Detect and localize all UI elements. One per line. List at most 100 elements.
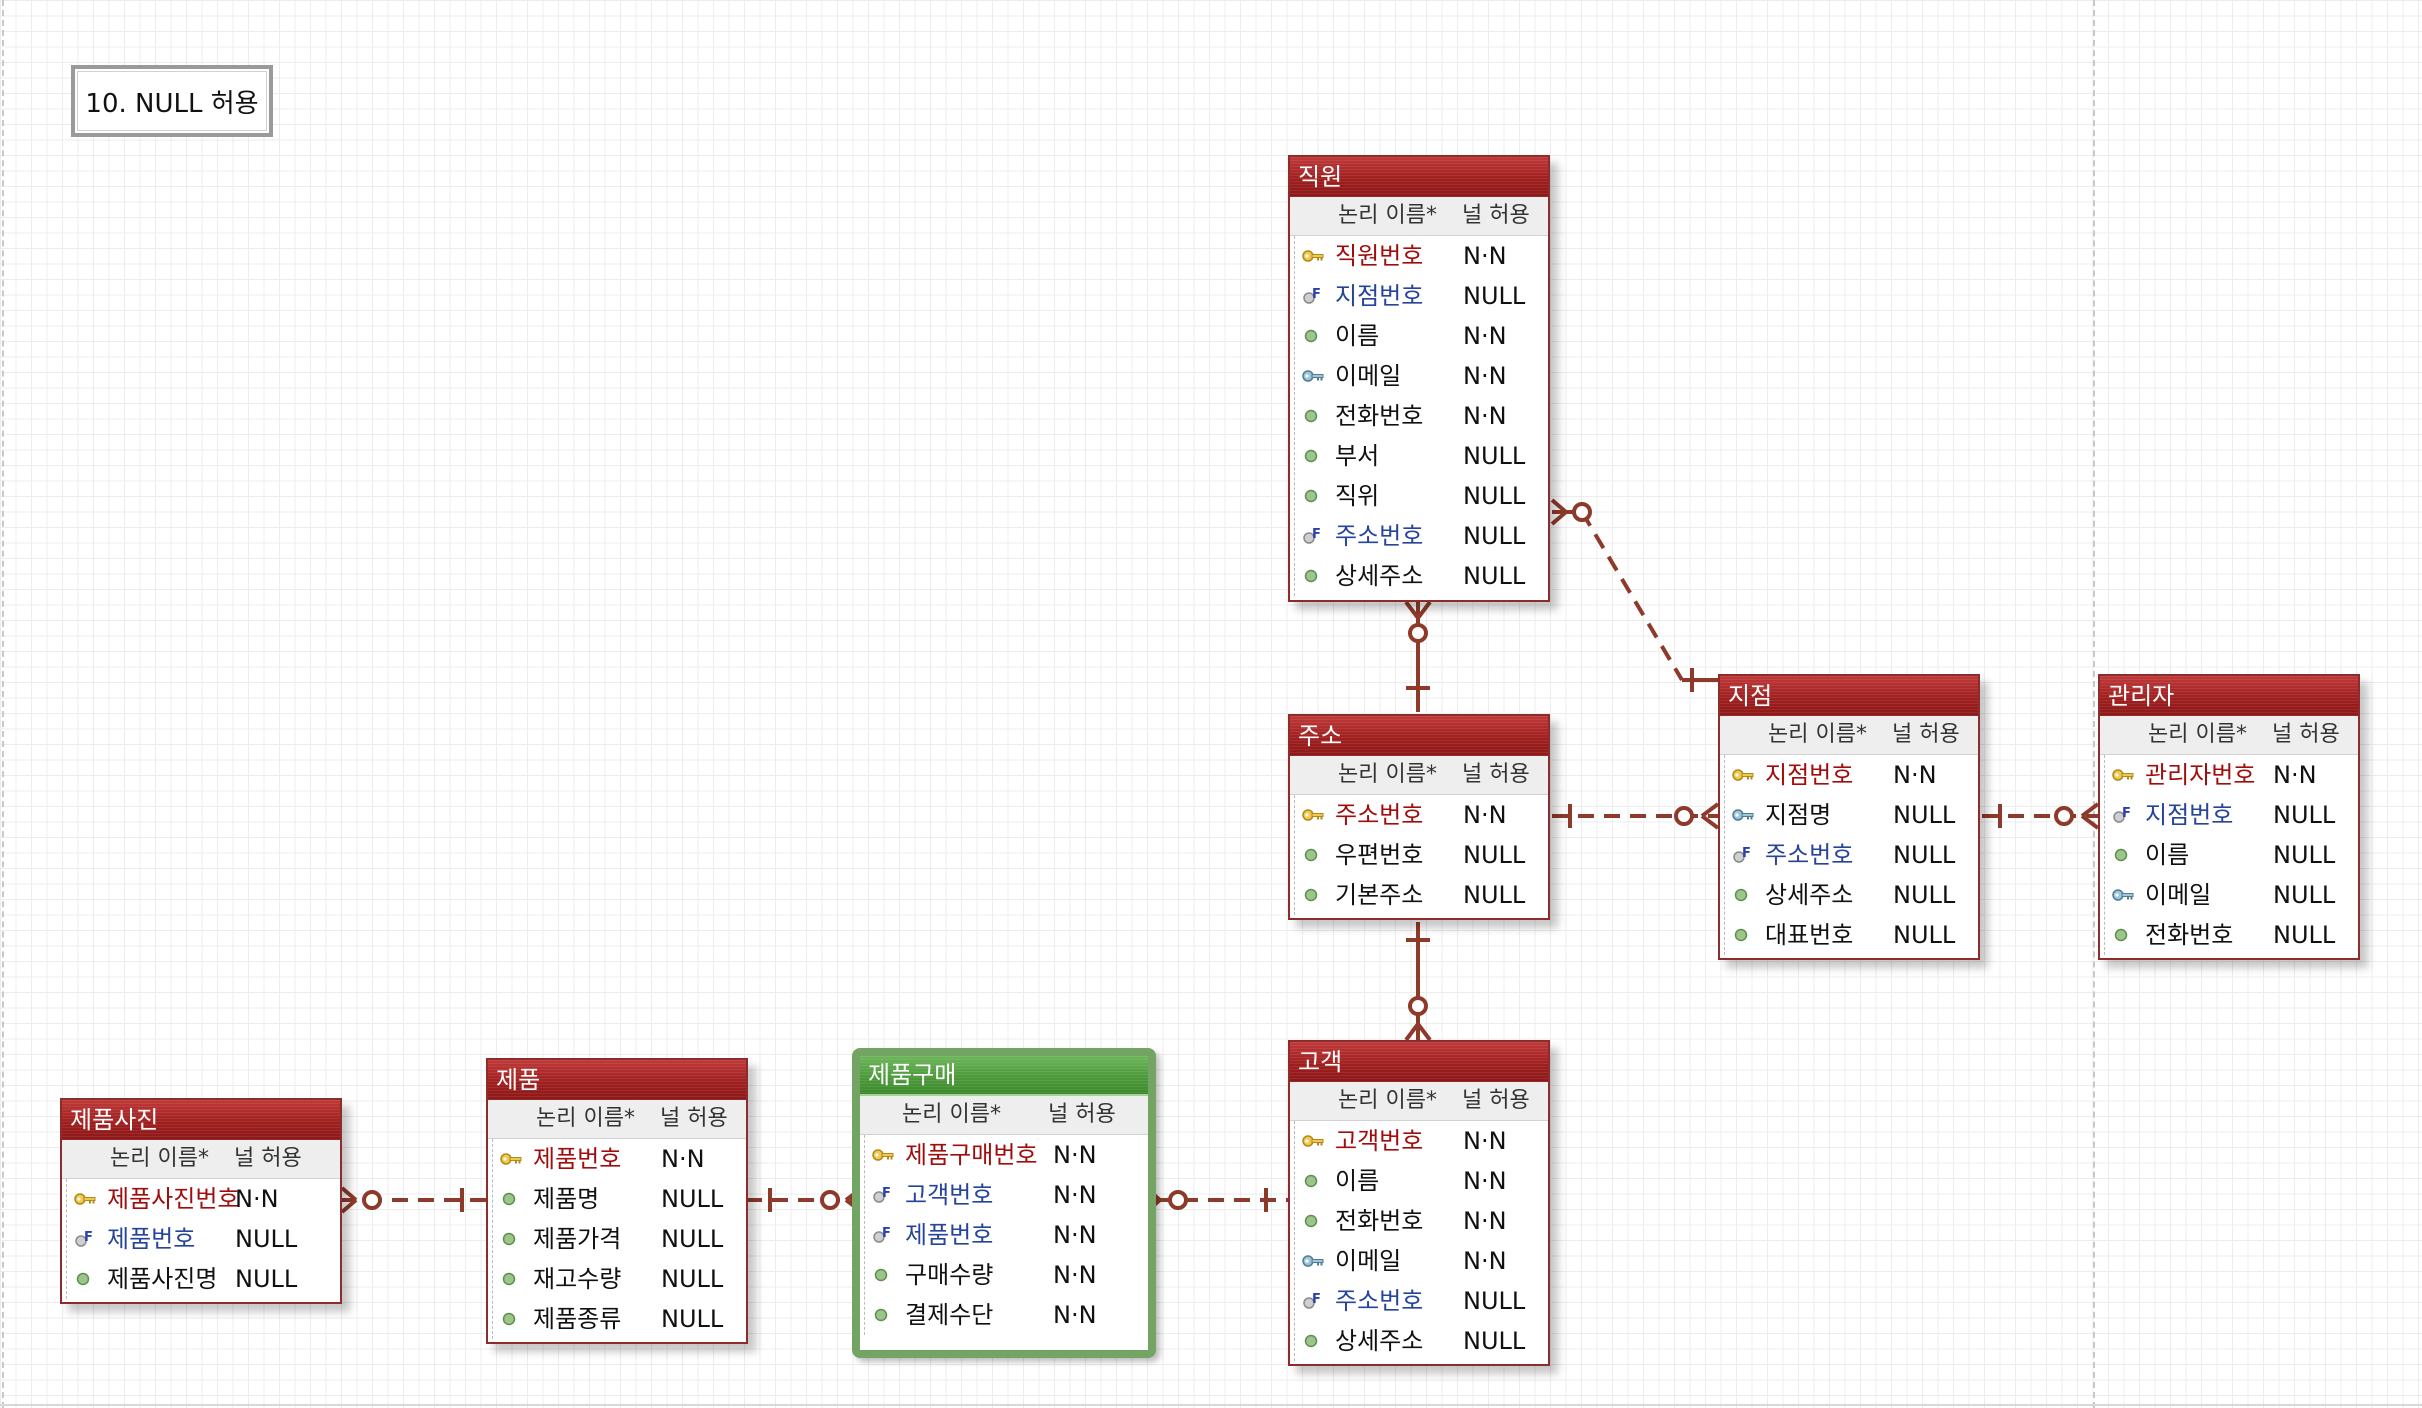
svg-text:F: F xyxy=(882,1186,891,1201)
attribute-icon xyxy=(2111,846,2135,864)
column-row[interactable]: 우편번호 NULL xyxy=(1295,835,1548,875)
relationship-branch-manager[interactable] xyxy=(1982,802,2100,830)
column-header-row: 논리 이름* 널 허용 xyxy=(1720,716,1978,755)
diagram-title: 10. NULL 허용 xyxy=(85,88,259,119)
foreign-key-icon: F xyxy=(1301,527,1325,545)
attribute-icon xyxy=(2111,926,2135,944)
column-header-row: 논리 이름* 널 허용 xyxy=(1290,1082,1548,1121)
page-border xyxy=(0,1404,2422,1406)
diagram-title-box[interactable]: 10. NULL 허용 xyxy=(71,65,273,137)
relationship-product-purchase[interactable] xyxy=(746,1186,864,1214)
logical-name-header: 논리 이름* xyxy=(1338,1088,1437,1113)
svg-text:F: F xyxy=(1312,527,1321,542)
logical-name-header: 논리 이름* xyxy=(1338,762,1437,787)
attribute-icon xyxy=(1301,327,1325,345)
column-name: 상세주소 xyxy=(1335,562,1424,590)
attribute-icon xyxy=(499,1190,523,1208)
column-nullable: N·N xyxy=(1053,1301,1097,1329)
entity-title: 제품 xyxy=(488,1060,746,1100)
entity-title: 직원 xyxy=(1290,157,1548,197)
primary-key-icon xyxy=(1731,766,1755,784)
column-row[interactable]: 기본주소 NULL xyxy=(1295,875,1548,915)
column-nullable: NULL xyxy=(1463,841,1526,869)
relationship-branch-employee[interactable] xyxy=(1550,498,1718,692)
column-nullable: N·N xyxy=(235,1185,279,1213)
svg-text:F: F xyxy=(84,1230,93,1245)
attribute-icon xyxy=(499,1270,523,1288)
relationship-customer-purchase[interactable] xyxy=(1144,1186,1290,1214)
column-nullable: NULL xyxy=(1893,801,1956,829)
attribute-icon xyxy=(499,1230,523,1248)
relationship-address-customer[interactable] xyxy=(1404,922,1432,1042)
column-name: 기본주소 xyxy=(1335,881,1424,909)
svg-text:F: F xyxy=(1312,1292,1321,1307)
column-header-row: 논리 이름* 널 허용 xyxy=(860,1096,1148,1135)
column-nullable: NULL xyxy=(1463,881,1526,909)
column-nullable: N·N xyxy=(1053,1141,1097,1169)
column-nullable: N·N xyxy=(1463,402,1507,430)
column-nullable: NULL xyxy=(1463,282,1526,310)
svg-text:F: F xyxy=(882,1226,891,1241)
attribute-icon xyxy=(73,1270,97,1288)
attribute-icon xyxy=(499,1310,523,1328)
relationship-address-employee[interactable] xyxy=(1404,600,1432,712)
column-nullable: N·N xyxy=(1463,801,1507,829)
relationship-address-branch[interactable] xyxy=(1552,802,1720,830)
column-name: 우편번호 xyxy=(1335,841,1424,869)
entity-title: 주소 xyxy=(1290,716,1548,756)
relationship-product-photo[interactable] xyxy=(340,1186,486,1214)
column-name: 직원번호 xyxy=(1335,242,1424,270)
foreign-key-icon: F xyxy=(871,1226,895,1244)
nullable-header: 널 허용 xyxy=(660,1106,728,1131)
foreign-key-icon: F xyxy=(73,1230,97,1248)
